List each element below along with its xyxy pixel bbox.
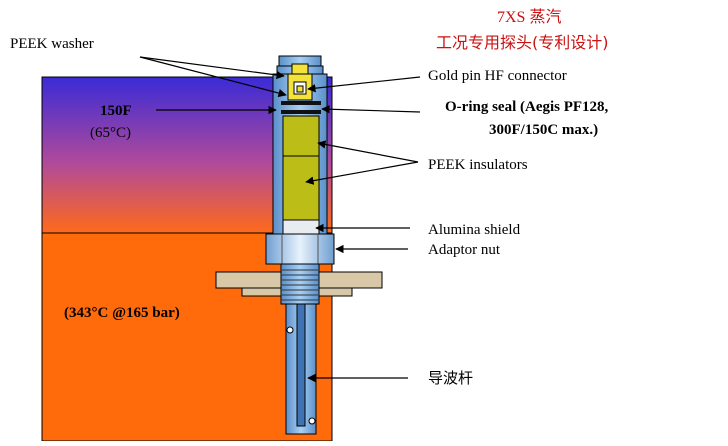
arrow-peek-ins-1	[317, 140, 419, 163]
arrow-peek-ins-2	[305, 161, 419, 185]
label-adaptor-nut: Adaptor nut	[428, 242, 501, 258]
threaded-section	[280, 263, 320, 305]
arrow-peek-washer-2	[139, 56, 287, 98]
label-temp-top-c: (65°C)	[90, 125, 131, 141]
arrow-gold-pin	[307, 76, 421, 93]
arrow-peek-washer-1	[139, 56, 285, 80]
peek-washer-top	[291, 63, 309, 75]
title-line-1: 7XS 蒸汽	[497, 9, 562, 26]
oring-seal-1	[281, 101, 321, 105]
peek-insulator-2	[282, 155, 320, 221]
arrow-oring	[321, 105, 421, 114]
label-gold-pin: Gold pin HF connector	[428, 68, 567, 84]
alumina-shield	[282, 219, 320, 235]
waveguide-hole-top	[286, 326, 294, 334]
annotation-arrows	[139, 56, 421, 383]
label-temp-top: 150F	[100, 103, 132, 119]
title-line-2: 工况专用探头(专利设计)	[436, 33, 609, 52]
gold-pin-core	[296, 85, 304, 93]
peek-insulator-1	[282, 115, 320, 157]
label-peek-insulators: PEEK insulators	[428, 157, 528, 173]
label-alumina-shield: Alumina shield	[428, 222, 521, 238]
oring-seal-2	[281, 110, 321, 114]
thread-lines	[282, 269, 318, 301]
label-process-condition: (343°C @165 bar)	[64, 305, 180, 321]
adaptor-nut	[265, 233, 335, 265]
waveguide-inner-rod	[296, 303, 306, 427]
label-peek-washer: PEEK washer	[10, 36, 94, 52]
waveguide-hole-bottom	[308, 417, 316, 425]
label-oring-1: O-ring seal (Aegis PF128,	[445, 99, 609, 115]
label-waveguide-rod: 导波杆	[428, 369, 474, 387]
label-oring-2: 300F/150C max.)	[489, 122, 599, 138]
